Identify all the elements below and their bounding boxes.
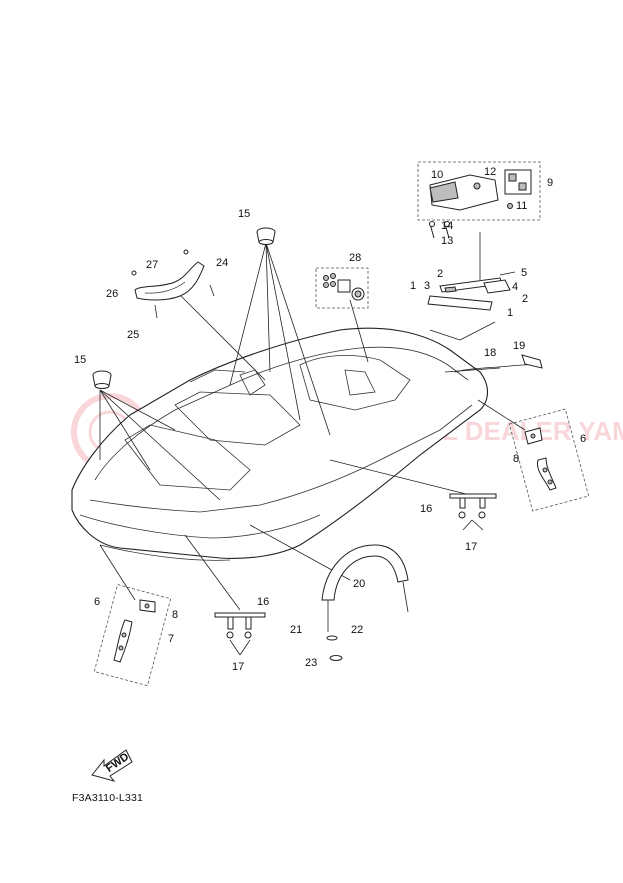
- boat-hull: [71, 327, 489, 561]
- callout-6-a: 6: [580, 433, 586, 445]
- callout-17-a: 17: [465, 541, 477, 553]
- callout-20: 20: [353, 578, 365, 590]
- callout-5: 5: [521, 267, 527, 279]
- callout-24: 24: [216, 257, 228, 269]
- callout-6-b: 6: [94, 596, 100, 608]
- callout-8-b: 8: [172, 609, 178, 621]
- callout-23: 23: [305, 657, 317, 669]
- cleat-group-left: [93, 584, 172, 687]
- leader-lines: [99, 232, 526, 656]
- hose-18-19: [454, 354, 543, 373]
- callout-12: 12: [484, 166, 496, 178]
- callouts: 1 1 2 2 3 4 5 6 6 7 8 8 9 10 11 12 13 14…: [74, 166, 586, 673]
- cup-holder-15-lower: [92, 370, 112, 389]
- part-group-28: [315, 267, 369, 309]
- callout-4: 4: [512, 281, 518, 293]
- callout-9: 9: [547, 177, 553, 189]
- cleat-16-left: [214, 612, 266, 639]
- callout-17-b: 17: [232, 661, 244, 673]
- callout-26: 26: [106, 288, 118, 300]
- callout-15-b: 15: [74, 354, 86, 366]
- callout-18: 18: [484, 347, 496, 359]
- callout-14: 14: [441, 220, 453, 232]
- callout-7: 7: [168, 633, 174, 645]
- callout-2-b: 2: [522, 293, 528, 305]
- fwd-arrow: FWD: [91, 749, 133, 782]
- callout-16-b: 16: [257, 596, 269, 608]
- callout-11: 11: [516, 200, 527, 212]
- part-group-9-12: [417, 161, 541, 239]
- cup-holder-15-upper: [256, 227, 276, 245]
- part-group-1-5: [427, 271, 516, 311]
- diagram-code: F3A3110-L331: [72, 792, 144, 804]
- callout-1-a: 1: [410, 280, 416, 292]
- callout-21: 21: [290, 624, 302, 636]
- callout-3: 3: [424, 280, 430, 292]
- callout-19: 19: [513, 340, 525, 352]
- callout-10: 10: [431, 169, 443, 181]
- cleat-group-right: [508, 408, 590, 512]
- tow-hook-20: [321, 544, 409, 661]
- grab-handle-24: [131, 249, 215, 319]
- callout-16-a: 16: [420, 503, 432, 515]
- callout-2-a: 2: [437, 268, 443, 280]
- callout-27: 27: [146, 259, 158, 271]
- callout-25: 25: [127, 329, 139, 341]
- callout-28: 28: [349, 252, 361, 264]
- callout-1-b: 1: [507, 307, 513, 319]
- callout-13: 13: [441, 235, 453, 247]
- callout-15-a: 15: [238, 208, 250, 220]
- cleat-16-right: [449, 493, 497, 519]
- callout-22: 22: [351, 624, 363, 636]
- callout-8-a: 8: [513, 453, 519, 465]
